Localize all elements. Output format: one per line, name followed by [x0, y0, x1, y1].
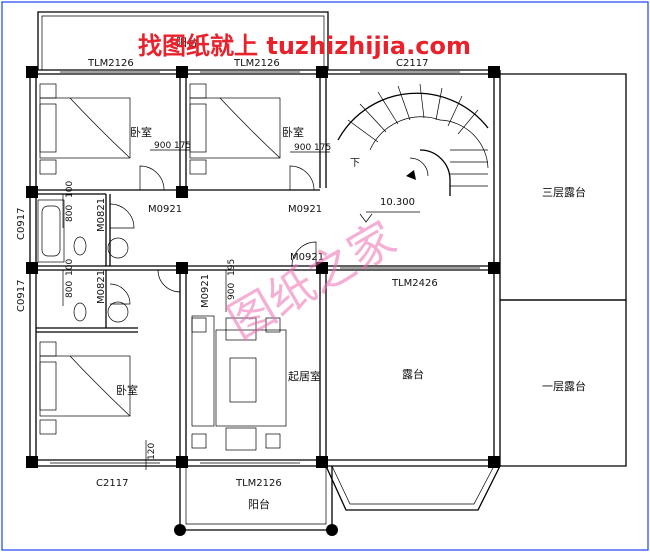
- door-label-m0821-upper: M0821: [96, 198, 107, 232]
- door-label-m0921-mid: M0921: [288, 204, 322, 215]
- room-label-bedroom-2: 卧室: [282, 125, 304, 139]
- door-label-m0921-living: M0921: [200, 274, 211, 308]
- room-label-bedroom-1: 卧室: [130, 125, 152, 139]
- room-label-terrace-1f: 一层露台: [542, 379, 586, 393]
- openings: [50, 71, 480, 464]
- room-label-terrace: 露台: [402, 367, 424, 381]
- dim-175-b: 175: [314, 143, 331, 153]
- window-label-tlm2126-mid: TLM2126: [233, 58, 280, 69]
- dim-100-a: 100: [65, 181, 75, 198]
- dim-900-a: 900: [154, 141, 171, 151]
- room-label-balcony-bottom: 阳台: [248, 497, 270, 511]
- dim-900-c: 900: [227, 283, 237, 300]
- window-label-tlm2426: TLM2426: [391, 278, 438, 289]
- room-label-living: 起居室: [288, 369, 321, 383]
- door-label-m0921-right: M0921: [290, 252, 324, 263]
- room-label-balcony-top: 阳台: [176, 35, 198, 49]
- watermark-top: 找图纸就上 tuzhizhijia.com: [138, 32, 471, 60]
- dim-195: 195: [227, 259, 237, 276]
- dimension-lines: [62, 149, 330, 470]
- room-label-bedroom-3: 卧室: [116, 383, 138, 397]
- furniture: [37, 83, 287, 451]
- window-label-tlm2126-left: TLM2126: [87, 58, 134, 69]
- dim-800-b: 800: [65, 281, 75, 298]
- spiral-staircase: [337, 83, 489, 196]
- window-label-c2117-top: C2117: [396, 58, 428, 69]
- elevation-label: 10.300: [380, 197, 415, 208]
- dim-900-b: 900: [294, 143, 311, 153]
- dim-100-b: 100: [65, 259, 75, 276]
- window-label-tlm2126-bottom: TLM2126: [235, 478, 282, 489]
- columns: [26, 66, 500, 536]
- door-label-m0921-left: M0921: [148, 204, 182, 215]
- window-label-c0917-upper: C0917: [16, 208, 27, 240]
- window-label-c0917-lower: C0917: [16, 280, 27, 312]
- window-label-c2117-bottom: C2117: [96, 478, 128, 489]
- dim-175-a: 175: [174, 141, 191, 151]
- room-label-terrace-3f: 三层露台: [542, 185, 586, 199]
- dim-800-a: 800: [65, 205, 75, 222]
- elevation-marker: [359, 211, 420, 223]
- door-label-m0821-lower: M0821: [96, 270, 107, 304]
- stair-down-label: 下: [350, 158, 360, 169]
- watermark-diagonal: 图纸之家: [219, 211, 405, 350]
- dim-120: 120: [147, 443, 157, 460]
- walls: [29, 11, 627, 531]
